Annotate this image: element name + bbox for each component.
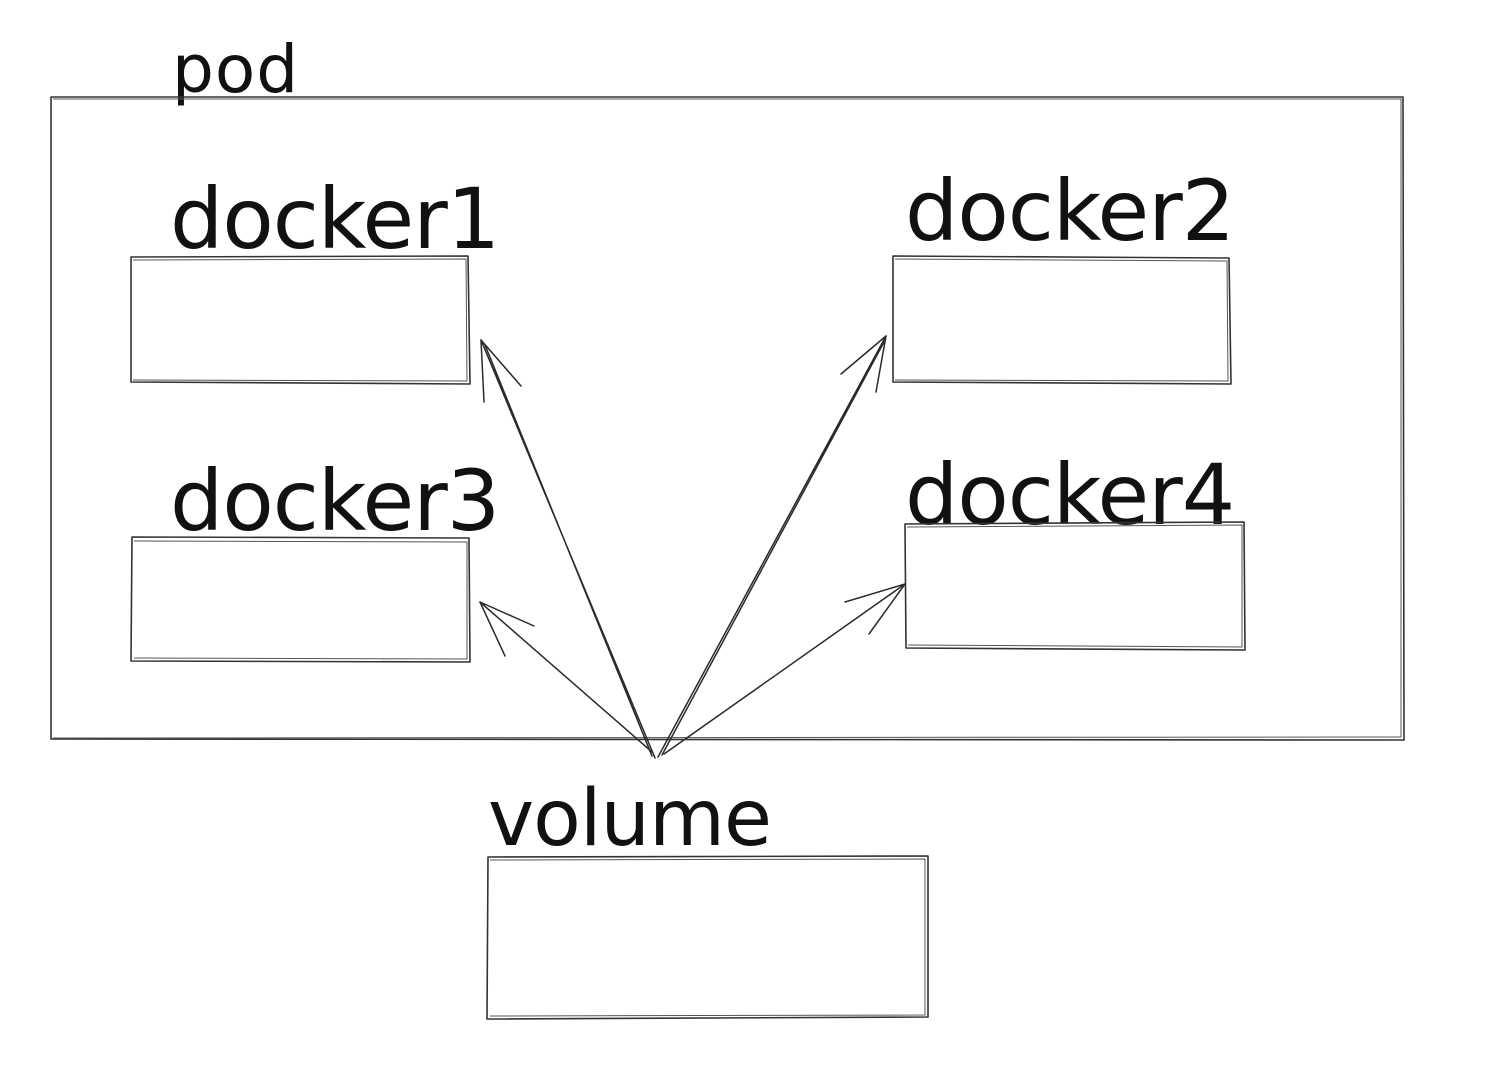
container-docker3: docker3 [130,452,500,663]
container-docker4-label: docker4 [905,446,1234,544]
container-docker2: docker2 [892,162,1235,385]
pod-group: pod [50,31,1405,741]
volume-group: volume [486,774,929,1020]
container-docker3-label: docker3 [170,452,499,550]
pod-boundary [50,96,1405,741]
container-docker4-box-sketch [906,524,1243,648]
pod-boundary-sketch [52,98,1402,739]
volume-label: volume [488,774,771,864]
container-docker2-box-sketch [894,258,1229,382]
volume-box-sketch [489,858,926,1017]
container-docker2-box [892,255,1232,385]
container-docker4-box [904,521,1246,651]
pod-label: pod [172,31,299,108]
volume-box [486,855,929,1020]
container-docker3-box-sketch [133,540,468,660]
container-docker1-label: docker1 [170,170,499,268]
container-docker1: docker1 [130,170,500,385]
arrow-volume-to-docker4 [663,583,906,755]
mount-arrows [479,335,906,759]
arrow-volume-to-docker2 [657,335,887,758]
container-docker2-label: docker2 [905,162,1234,260]
arrow-volume-to-docker3 [479,601,653,753]
container-docker1-box [130,255,471,385]
container-docker4: docker4 [904,446,1246,651]
container-docker1-box-sketch [132,258,468,382]
arrow-volume-to-docker1 [480,339,656,759]
container-docker3-box [130,536,471,663]
